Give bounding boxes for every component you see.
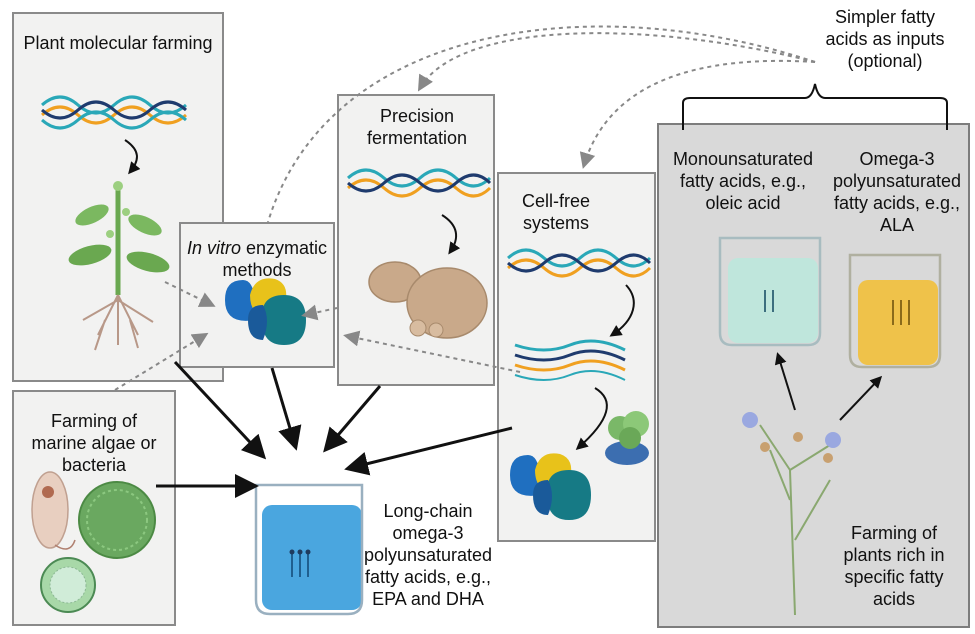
precision-fermentation-title: Precision fermentation: [366, 106, 468, 148]
central-beaker-icon: [254, 483, 364, 616]
monounsaturated-beaker-icon: [718, 236, 822, 347]
enzyme-icon: [510, 453, 591, 520]
enzyme-icon: [225, 278, 306, 345]
in-vitro-rest: enzymatic methods: [222, 238, 328, 280]
dashed-input-arrow: [579, 59, 816, 169]
precision-fermentation-box: [337, 94, 495, 386]
monounsaturated-label: Monounsaturated fatty acids, e.g., oleic…: [672, 149, 814, 213]
plant-icon: [68, 181, 170, 351]
dashed-input-arrow: [417, 32, 816, 92]
bracket: [682, 83, 948, 130]
plant-farming-panel: [657, 123, 970, 628]
cell-free-systems-title: Cell-free systems: [521, 191, 591, 233]
ala-beaker-icon: [848, 253, 942, 369]
in-vitro-enzymatic-title: In vitro enzymatic methods: [181, 237, 333, 281]
dna-icon: [507, 248, 652, 278]
marine-farming-title: Farming of marine algae or bacteria: [31, 411, 157, 475]
long-chain-omega3-label: Long-chain omega-3 polyunsaturated fatty…: [363, 501, 493, 609]
dashed-input-arrow: [267, 25, 816, 223]
flax-plant-icon: [742, 412, 841, 616]
dna-icon: [347, 168, 492, 198]
simpler-fatty-acids-label: Simpler fatty acids as inputs (optional): [825, 7, 945, 71]
algae-icon: [31, 471, 156, 613]
in-vitro-italic: In vitro: [186, 238, 241, 258]
dna-icon: [41, 95, 187, 130]
ribosome-icon: [605, 411, 649, 465]
plants-rich-label: Farming of plants rich in specific fatty…: [843, 523, 945, 609]
plant-molecular-farming-title: Plant molecular farming: [23, 33, 213, 53]
yeast-icon: [368, 261, 488, 339]
omega3-ala-label: Omega-3 polyunsaturated fatty acids, e.g…: [832, 149, 962, 235]
mrna-icon: [514, 339, 626, 381]
